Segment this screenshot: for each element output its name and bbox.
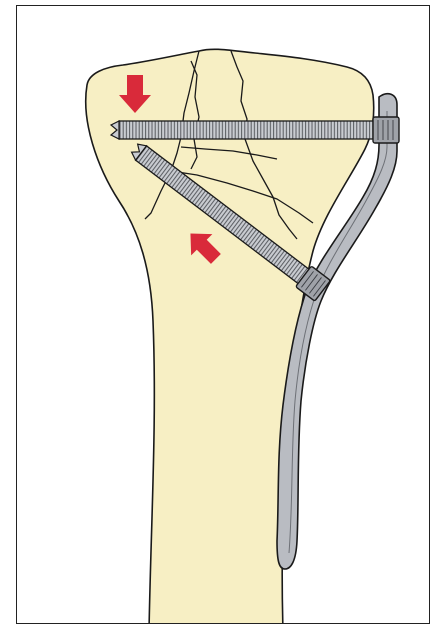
- horizontal-screw-shaft: [119, 121, 375, 139]
- figure-frame: [16, 5, 430, 624]
- horizontal-screw: [111, 117, 399, 143]
- horizontal-screw-head: [373, 117, 399, 143]
- tibial-plateau-fixation-diagram: [17, 6, 430, 624]
